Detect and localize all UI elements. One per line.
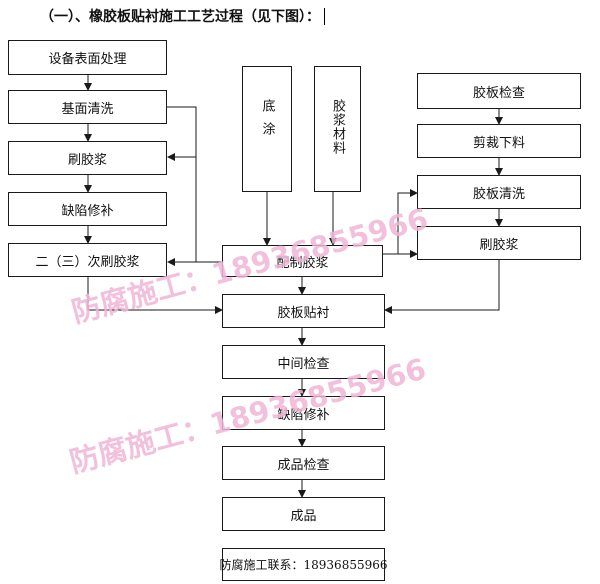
text-cursor bbox=[324, 7, 325, 25]
step-mix-glue: 配制胶浆 bbox=[222, 245, 383, 277]
step-right-brush: 刷胶浆 bbox=[417, 226, 581, 260]
step-brush-glue: 刷胶浆 bbox=[8, 141, 167, 175]
step-surface-treatment: 设备表面处理 bbox=[8, 40, 167, 75]
feed-line-top bbox=[167, 106, 197, 157]
step-sheet-lining: 胶板贴衬 bbox=[222, 294, 385, 328]
primer-label: 底涂 bbox=[259, 99, 275, 145]
step-sheet-cleaning: 胶板清洗 bbox=[417, 175, 581, 209]
title-text: （一）、橡胶板贴衬施工工艺过程（见下图）： bbox=[40, 9, 320, 25]
step-cutting: 剪裁下料 bbox=[417, 124, 581, 158]
step-finished-product: 成品 bbox=[222, 497, 385, 531]
step-defect-repair: 缺陷修补 bbox=[8, 192, 167, 226]
arrow-left-to-lining bbox=[87, 277, 223, 314]
arrow-right-to-lining bbox=[384, 260, 500, 314]
input-primer: 底涂 bbox=[242, 66, 292, 192]
step-final-inspection: 成品检查 bbox=[222, 446, 385, 480]
arrow-mix-to-clean bbox=[383, 189, 418, 255]
contact-box: 防腐施工联系：18936855966 bbox=[220, 548, 388, 581]
page-title: （一）、橡胶板贴衬施工工艺过程（见下图）： bbox=[40, 6, 325, 26]
step-defect-repair-2: 缺陷修补 bbox=[222, 396, 385, 430]
input-glue-material: 胶浆材料 bbox=[314, 66, 361, 192]
step-mid-inspection: 中间检查 bbox=[222, 345, 385, 379]
step-sheet-inspection: 胶板检查 bbox=[417, 73, 581, 109]
step-base-cleaning: 基面清洗 bbox=[8, 90, 167, 124]
step-second-brush: 二（三）次刷胶浆 bbox=[8, 243, 167, 277]
glue-material-label: 胶浆材料 bbox=[330, 99, 345, 155]
